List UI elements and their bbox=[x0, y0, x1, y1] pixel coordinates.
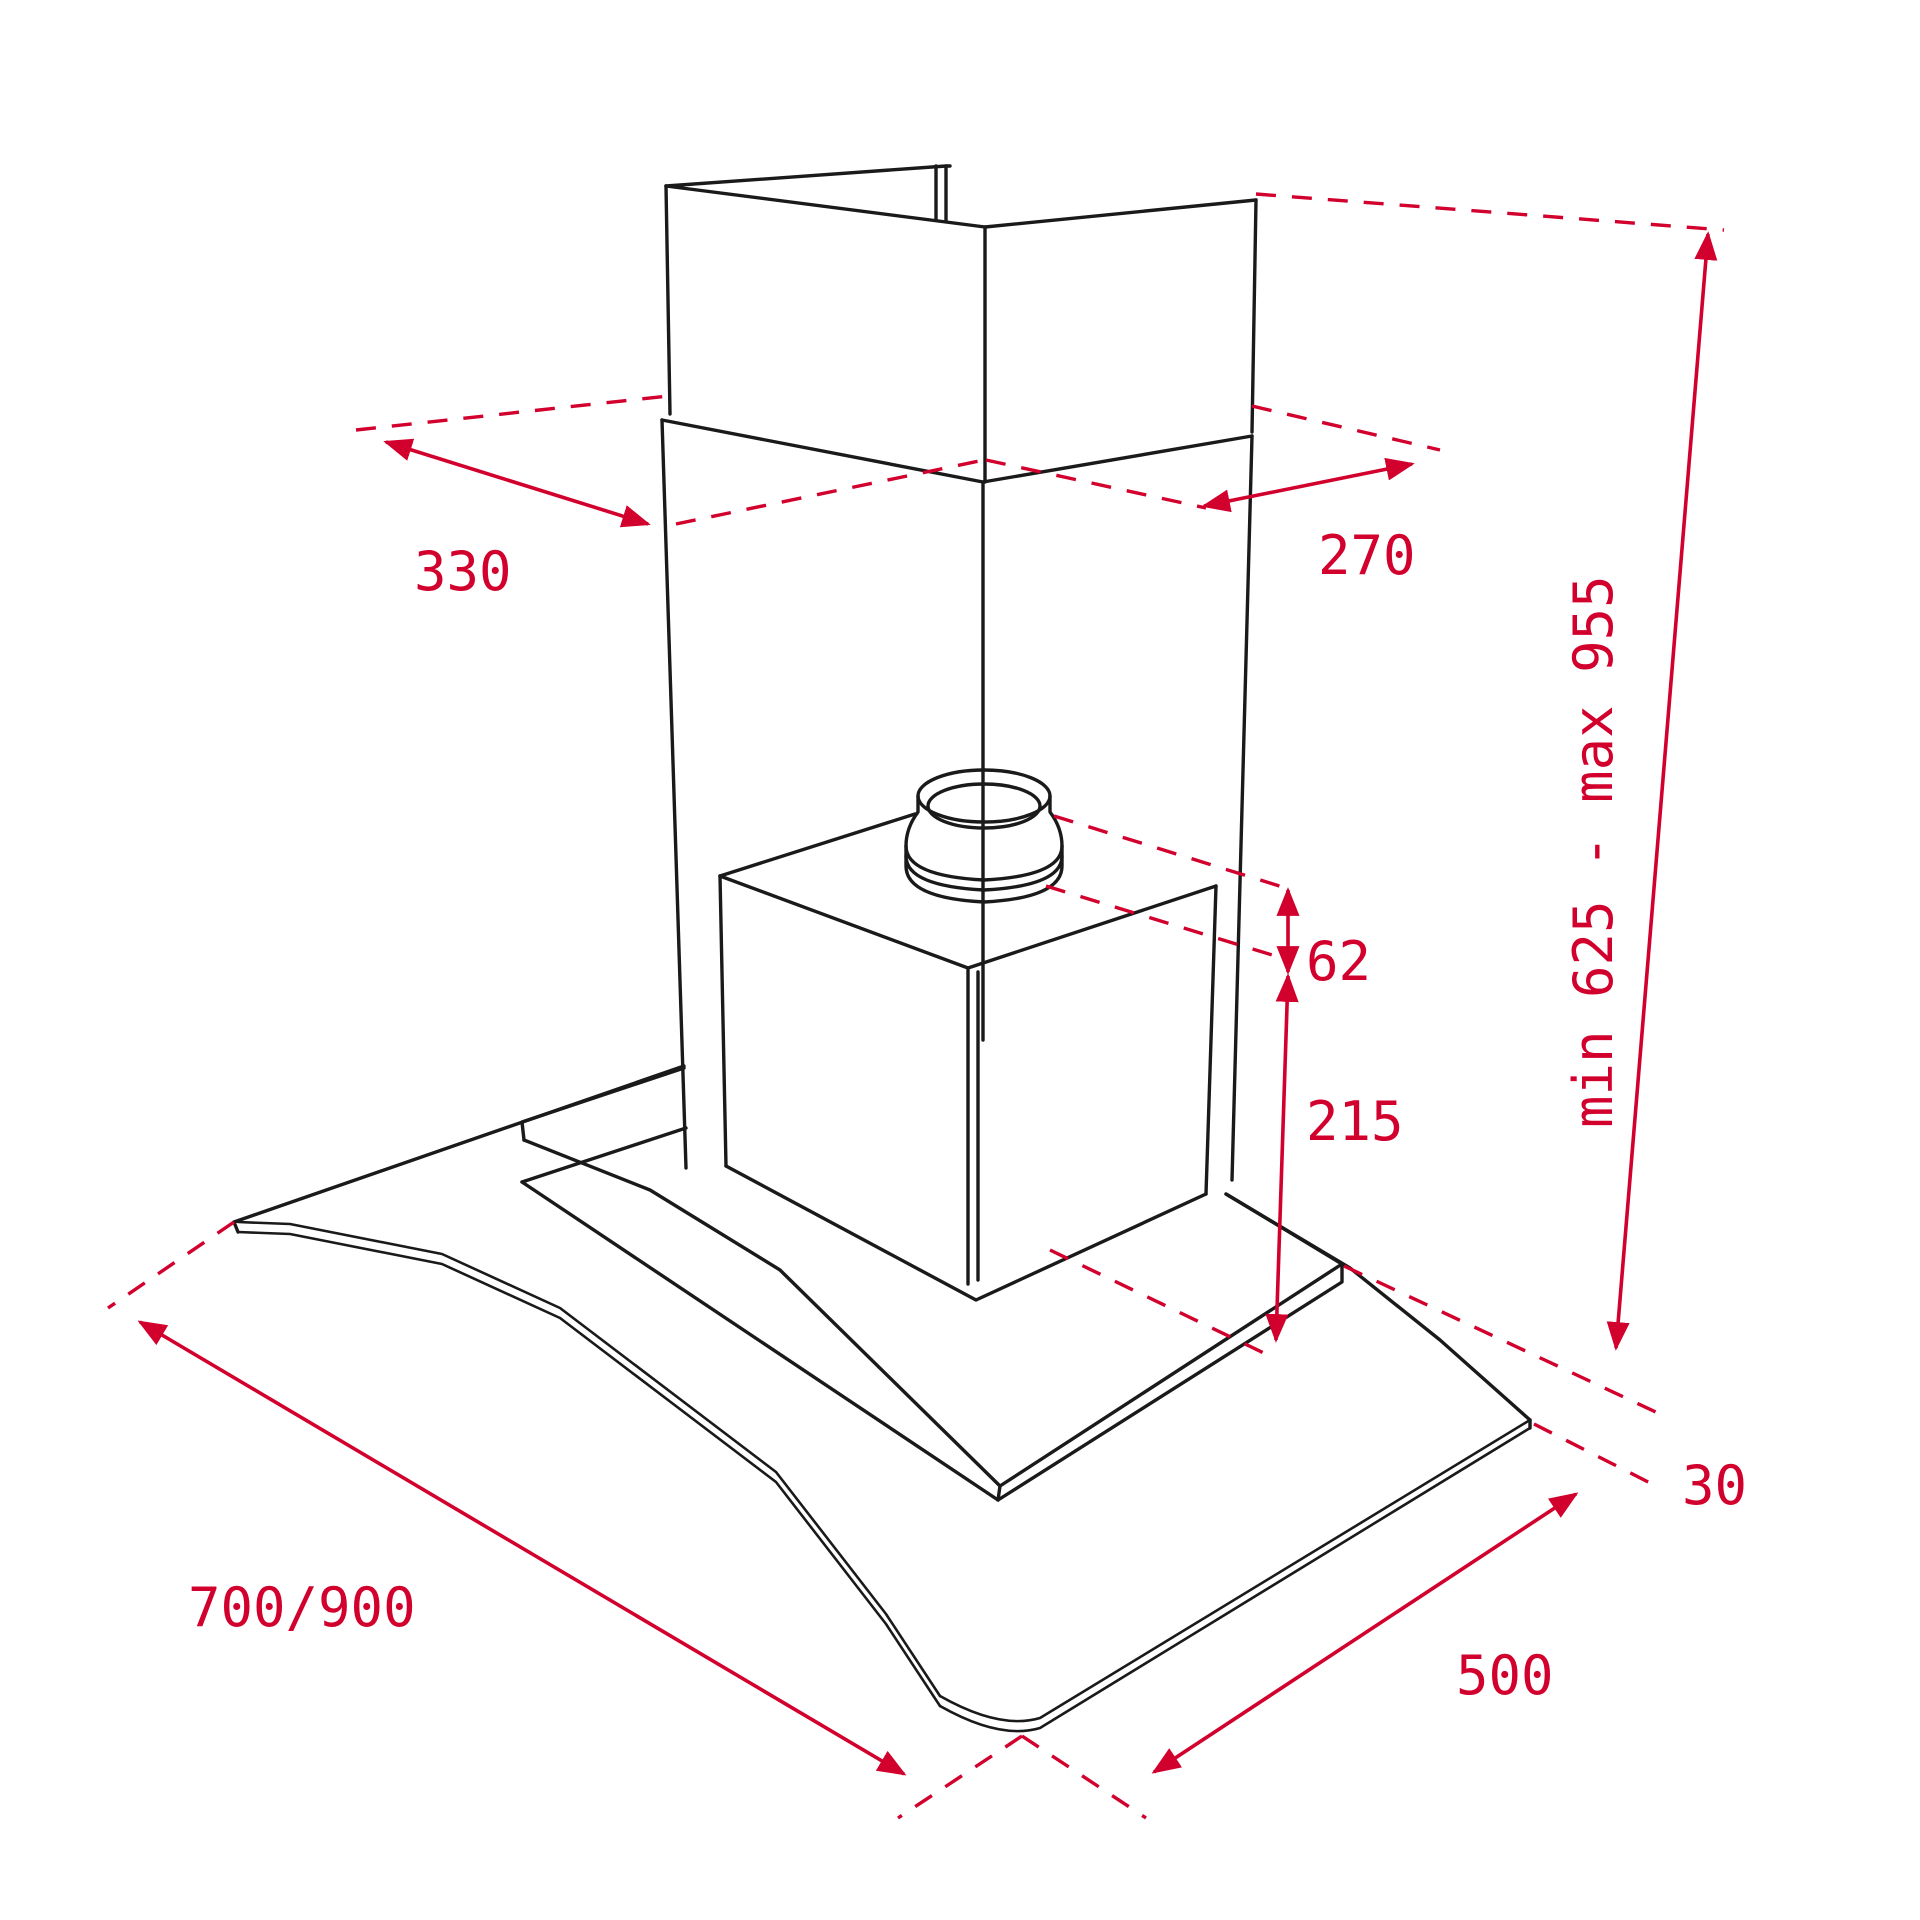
label-chimney-height: min 625 - max 955 bbox=[1562, 575, 1625, 1128]
dim-motor-box-height bbox=[1049, 973, 1299, 1358]
label-canopy-thickness: 30 bbox=[1682, 1454, 1747, 1517]
label-canopy-depth: 500 bbox=[1456, 1644, 1554, 1707]
dim-canopy-thickness bbox=[1343, 1264, 1661, 1490]
canopy-base bbox=[520, 1066, 1344, 1502]
dim-chimney-height bbox=[1255, 192, 1725, 1351]
label-motor-box-height: 215 bbox=[1306, 1090, 1404, 1153]
dim-canopy-width bbox=[107, 1220, 1023, 1820]
dim-collar-height bbox=[1045, 814, 1300, 975]
lower-chimney bbox=[660, 418, 1254, 1182]
label-canopy-width: 700/900 bbox=[188, 1576, 416, 1639]
dimension-labels: 330 270 min 625 - max 955 62 215 30 700/… bbox=[188, 524, 1747, 1707]
glass-canopy bbox=[232, 1064, 1532, 1733]
upper-chimney bbox=[664, 164, 1258, 484]
outlet-collar bbox=[904, 768, 1064, 904]
hood-drawing bbox=[232, 164, 1532, 1733]
label-collar-height: 62 bbox=[1306, 930, 1371, 993]
dim-chimney-depth bbox=[985, 404, 1441, 513]
label-chimney-width: 330 bbox=[414, 540, 512, 603]
label-chimney-depth: 270 bbox=[1318, 524, 1416, 587]
motor-box bbox=[718, 812, 1218, 1302]
dim-chimney-width bbox=[355, 394, 985, 528]
dimension-annotations bbox=[107, 192, 1725, 1820]
dim-canopy-depth bbox=[1021, 1492, 1579, 1820]
